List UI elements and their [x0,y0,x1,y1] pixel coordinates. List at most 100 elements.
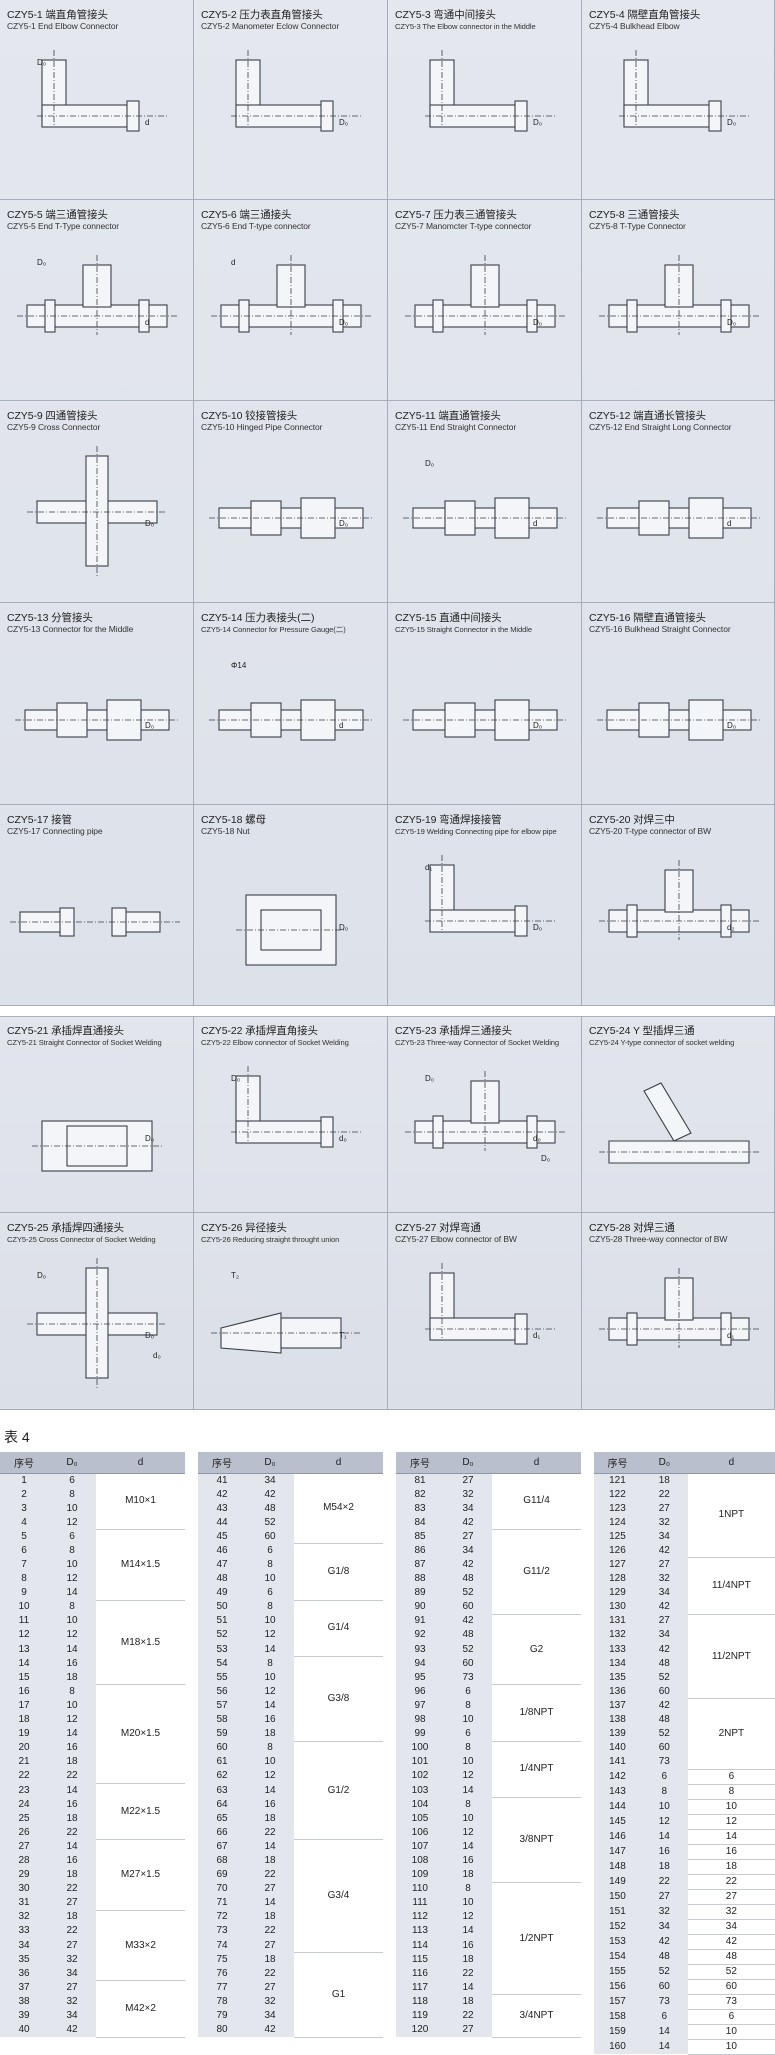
fitting-drawing: d [597,497,761,539]
row-number: 46 [198,1543,246,1558]
row-d0: 42 [640,1600,688,1615]
item-name-en: CZY5-27 Elbow connector of BW [395,1234,517,1244]
row-number: 17 [0,1698,48,1713]
row-number: 127 [594,1557,641,1573]
item-name-en: CZY5-12 End Straight Long Connector [589,422,732,432]
item-title-cn: CZY5-14 压力表接头(二) [194,612,387,624]
row-number: 108 [396,1853,444,1869]
item-name-cn: 对焊弯通 [439,1222,481,1234]
row-thread-d: G3/4 [294,1839,383,1954]
fitting-drawing: D₀ [405,255,565,335]
row-number: 43 [198,1501,246,1516]
row-d0: 8 [640,1784,688,1800]
row-number: 18 [0,1713,48,1728]
item-name-en: CZY5-23 Three-way Connector of Socket We… [395,1038,560,1047]
dimension-label: D₀ [425,1074,434,1083]
row-d0: 8 [444,1741,492,1756]
row-d0: 42 [444,1557,492,1573]
row-number: 116 [396,1966,444,1981]
item-name-cn: 承插焊三通接头 [439,1025,512,1037]
row-number: 30 [0,1882,48,1897]
row-d0: 14 [48,1839,96,1854]
row-number: 160 [594,2039,641,2055]
table-header-d0: D₀ [444,1452,492,1474]
item-name-en: CZY5-4 Bulkhead Elbow [589,21,680,31]
item-code: CZY5-8 [589,209,625,221]
row-d0: 22 [444,2008,492,2024]
item-code: CZY5-24 [589,1025,631,1037]
dimension-label: D₀ [37,58,46,67]
item-title-cn: CZY5-6 端三通接头 [194,209,387,221]
row-d0: 18 [246,1811,294,1826]
dimension-label: D₀ [425,459,434,468]
row-number: 92 [396,1628,444,1643]
dimension-label: D₀ [339,318,348,327]
item-name-cn: 承插焊直通接头 [51,1025,124,1037]
row-d0: 10 [444,1713,492,1728]
row-number: 80 [198,2023,246,2038]
item-code: CZY5-5 [7,209,43,221]
row-d0: 6 [640,1769,688,1785]
row-d0: 22 [246,1825,294,1840]
row-number: 8 [0,1572,48,1587]
dimension-label: D₀ [145,1331,154,1340]
row-number: 4 [0,1515,48,1530]
row-d0: 8 [246,1741,294,1756]
row-number: 104 [396,1797,444,1812]
row-d0: 34 [640,1919,688,1935]
item-title-cn: CZY5-22 承插焊直角接头 [194,1025,387,1037]
row-d0: 34 [444,1543,492,1558]
dimension-label: D₀ [339,519,348,528]
row-number: 137 [594,1698,641,1713]
row-number: 131 [594,1614,641,1629]
dimension-label: d₀ [533,1134,541,1143]
item-code: CZY5-10 [201,410,243,422]
row-d0: 22 [48,1825,96,1840]
row-number: 12 [0,1628,48,1643]
row-d0: 12 [246,1628,294,1643]
row-number: 154 [594,1949,641,1965]
row-number: 94 [396,1656,444,1671]
row-d0: 8 [48,1543,96,1558]
row-number: 123 [594,1501,641,1516]
item-title-cn: CZY5-23 承插焊三通接头 [388,1025,581,1037]
item-name-cn: 对焊三中 [633,814,675,826]
row-d0: 34 [48,1966,96,1981]
row-number: 85 [396,1529,444,1544]
item-code: CZY5-17 [7,814,49,826]
row-d0: 6 [48,1529,96,1544]
row-thread-d: 48 [687,1949,775,1965]
row-number: 126 [594,1543,641,1558]
row-d0: 48 [640,1656,688,1671]
item-name-en: CZY5-14 Connector for Pressure Gauge(二) [201,625,346,634]
row-number: 78 [198,1994,246,2009]
row-thread-d: 32 [687,1904,775,1920]
row-thread-d: 52 [687,1964,775,1980]
